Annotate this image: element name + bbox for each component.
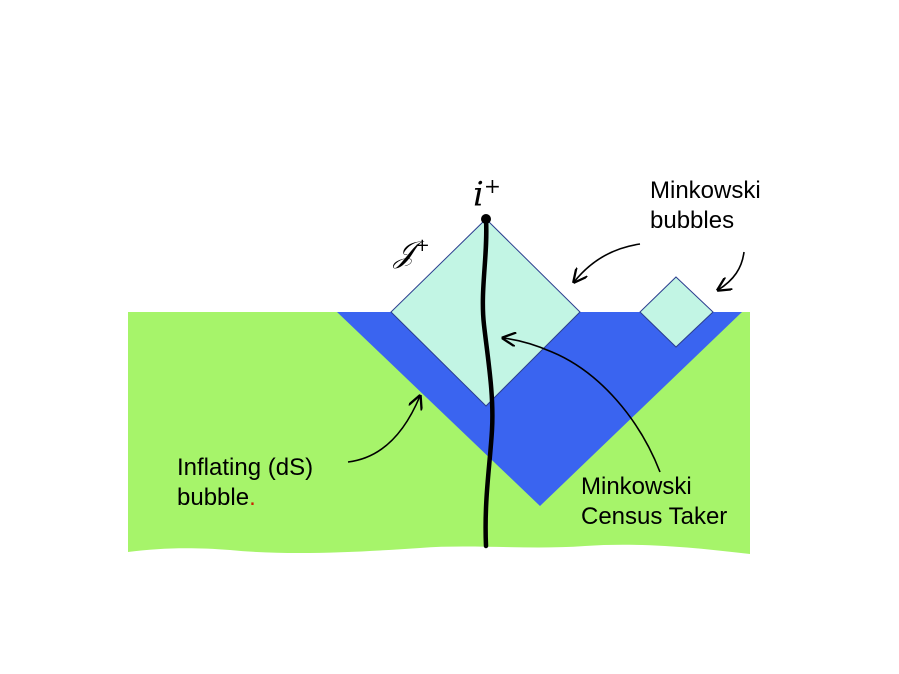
minkowski-bubbles-line-2: bubbles [650, 207, 735, 234]
minkowski-bubble-large [390, 218, 581, 407]
scri-plus-label: 𝒥+ [394, 228, 430, 271]
arrow-to-large-bubble [574, 243, 641, 282]
scri-plus-sup: + [414, 235, 430, 256]
inflating-line-1: Inflating (dS) [177, 454, 314, 481]
i-plus-sup: + [483, 174, 501, 198]
scri-plus-base: 𝒥 [394, 235, 415, 270]
i-plus-point [481, 214, 491, 224]
minkowski-bubble-small [639, 276, 714, 348]
census-taker-line-1: Minkowski [581, 473, 692, 500]
census-taker-label: Minkowski Census Taker [581, 472, 727, 532]
census-taker-region [337, 312, 742, 506]
inflating-line-2-text: bubble [177, 484, 250, 511]
minkowski-bubbles-label: Minkowski bubbles [650, 176, 761, 236]
minkowski-bubbles-line-1: Minkowski [650, 177, 761, 204]
inflating-period: . [249, 484, 256, 511]
census-taker-worldline [480, 216, 495, 549]
arrow-to-small-bubble [718, 251, 745, 290]
arrow-to-inflating-edge [347, 396, 420, 463]
i-plus-base: i [473, 174, 484, 215]
census-taker-line-2: Census Taker [581, 503, 728, 530]
arrow-to-worldline [503, 338, 661, 473]
i-plus-label: i+ [473, 166, 501, 214]
inflating-line-2: bubble. [177, 483, 313, 513]
inflating-bubble-label: Inflating (dS) bubble. [177, 453, 313, 513]
